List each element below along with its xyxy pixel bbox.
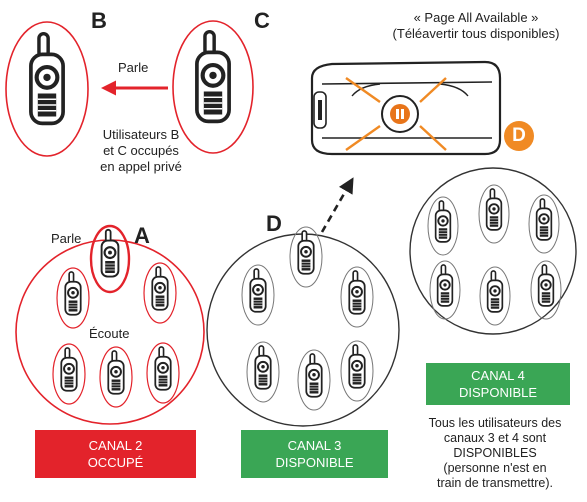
status-canal2: CANAL 2 OCCUPÉ — [35, 430, 196, 478]
status-canal3: CANAL 3 DISPONIBLE — [241, 430, 388, 478]
radio-top-view — [310, 60, 502, 156]
busy-note-line2: et C occupés — [103, 143, 179, 158]
canal2-line1: CANAL 2 — [88, 438, 143, 453]
dashed-page-arrow — [320, 177, 354, 233]
busy-note: Utilisateurs B et C occupés en appel pri… — [86, 127, 196, 175]
footnote: Tous les utilisateurs des canaux 3 et 4 … — [403, 416, 587, 491]
radio-b — [5, 21, 89, 157]
canal4-line1: CANAL 4 — [471, 368, 525, 383]
footnote-line2: canaux 3 et 4 sont — [443, 431, 547, 445]
letter-b: B — [91, 8, 107, 33]
footnote-line5: train de transmettre). — [436, 476, 553, 490]
letter-a: A — [134, 223, 150, 248]
footnote-line1: Tous les utilisateurs des — [428, 416, 562, 430]
canal4-line2: DISPONIBLE — [458, 385, 538, 400]
canal2-line2: OCCUPÉ — [87, 455, 144, 470]
page-all-line1: « Page All Available » — [413, 10, 539, 25]
page-all-caption: « Page All Available » (Téléavertir tous… — [366, 10, 586, 42]
busy-note-line1: Utilisateurs B — [102, 127, 180, 142]
speak-label-top: Parle — [118, 60, 149, 75]
footnote-line4: (personne n'est en — [443, 461, 547, 475]
canal3-line1: CANAL 3 — [287, 438, 342, 453]
status-canal4: CANAL 4 DISPONIBLE — [426, 363, 570, 405]
radio-c — [172, 20, 254, 154]
group-a — [15, 224, 205, 425]
footnote-line3: DISPONIBLES — [453, 446, 537, 460]
letter-c: C — [254, 8, 270, 33]
listen-label: Écoute — [89, 326, 130, 341]
badge-d: D — [504, 121, 534, 151]
canal3-line2: DISPONIBLE — [275, 455, 354, 470]
speak-label-a: Parle — [51, 231, 82, 246]
letter-d: D — [266, 211, 282, 236]
group-d-canal3 — [206, 226, 400, 427]
group-canal4 — [409, 167, 577, 335]
busy-note-line3: en appel privé — [100, 159, 182, 174]
page-all-line2: (Téléavertir tous disponibles) — [392, 26, 560, 41]
